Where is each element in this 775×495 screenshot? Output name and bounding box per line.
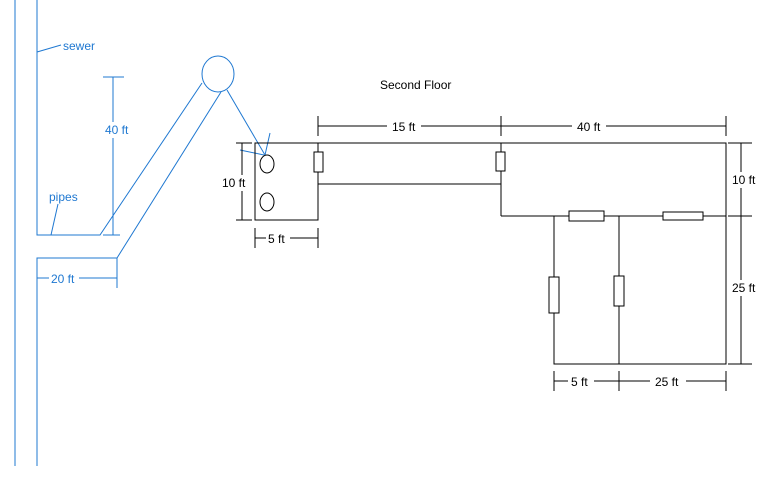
dimension-small-room-width: 5 ft <box>254 228 319 248</box>
pointer-line <box>239 149 265 156</box>
offset-label: 20 ft <box>51 272 75 286</box>
vent-circle <box>201 55 235 93</box>
dimension-small-room-height: 10 ft <box>221 142 252 221</box>
main-outline <box>318 142 727 365</box>
sewer-label: sewer <box>63 39 95 53</box>
fixture-circle <box>259 192 275 212</box>
door <box>548 276 560 314</box>
sewer-pipe-lower <box>36 91 222 466</box>
dimension-top: 15 ft 40 ft <box>317 116 727 136</box>
dimension-40ft: 40 ft <box>103 76 132 236</box>
pipes-pointer <box>50 203 59 236</box>
corridor-length-label: 15 ft <box>392 120 416 134</box>
fixture-circle <box>259 154 275 174</box>
door <box>568 210 605 222</box>
main-length-label: 40 ft <box>577 120 601 134</box>
lower-depth-label: 25 ft <box>732 281 756 295</box>
floor-plan: 10 ft 5 ft 15 ft 40 ft 10 ft <box>221 116 760 391</box>
pointer-line <box>264 132 271 156</box>
left-room-width-label: 5 ft <box>571 375 588 389</box>
pipes-label: pipes <box>49 190 78 204</box>
dimension-right: 10 ft 25 ft <box>728 142 760 365</box>
drain-line <box>226 89 266 156</box>
door <box>495 151 506 172</box>
upper-depth-label: 10 ft <box>732 173 756 187</box>
height-label: 40 ft <box>105 123 129 137</box>
doors <box>313 151 704 314</box>
plumbing: sewer pipes 40 ft 20 ft <box>14 0 271 466</box>
door <box>662 211 704 221</box>
small-room <box>254 142 319 221</box>
right-room-width-label: 25 ft <box>655 375 679 389</box>
dimension-bottom: 5 ft 25 ft <box>553 371 727 391</box>
sewer-pipe-upper <box>36 0 203 236</box>
small-room-width-label: 5 ft <box>268 232 285 246</box>
sewer-pointer <box>36 44 62 53</box>
door <box>613 275 625 307</box>
door <box>313 151 324 173</box>
small-room-height-label: 10 ft <box>222 176 246 190</box>
page-title: Second Floor <box>380 78 451 92</box>
dimension-20ft: 20 ft <box>37 258 118 288</box>
